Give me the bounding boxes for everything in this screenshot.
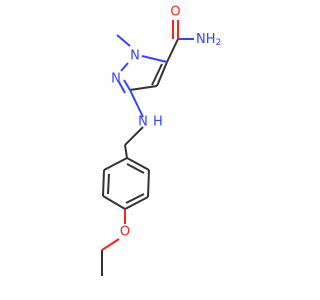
bond-n1-methyl [116,34,131,47]
atom-labels: NH2 O N N N H O [111,5,221,240]
amide-nh2-label: NH2 [196,32,221,49]
bond-c5-c4-double [151,63,163,86]
bond-ar2-ar3 [102,169,105,197]
amine-h-label: H [153,115,163,130]
carbonyl-o-label: O [170,5,180,20]
molecule-structure: NH2 O N N N H O [101,5,221,276]
bond-ch2-aryl [124,144,128,159]
bond-ar6-ar1 [126,157,150,171]
bond-ar5-ar6 [147,169,150,198]
ether-o-label: O [120,225,130,240]
bond-c3-n2 [123,79,131,91]
bonds [101,20,194,276]
bond-c4-c3 [129,85,158,91]
bond-ar3-ar4 [102,195,126,210]
bond-n2-n1 [120,62,129,72]
bond-ar1-ar2 [103,157,128,171]
ring-n1-label: N [130,49,140,64]
bond-c3-nh [129,89,144,118]
bond-ar6-ar1-double [126,163,145,174]
bond-ar4-ar5-double [125,193,145,204]
amine-n-label: N [138,115,148,130]
bond-ar2-ar3-double [107,173,110,195]
bond-c5-ccarbonyl [166,38,179,63]
bond-o-ch2 [101,238,120,251]
structure-canvas: NH2 O N N N H O [101,5,221,276]
bond-c3-n2-double [118,81,126,94]
bond-c5-n1 [141,55,168,63]
bond-nh-ch2 [124,126,144,146]
ring-n2-label: N [111,72,121,87]
bond-ar4-ar5 [124,196,149,210]
bond-c5-c4 [156,61,168,87]
